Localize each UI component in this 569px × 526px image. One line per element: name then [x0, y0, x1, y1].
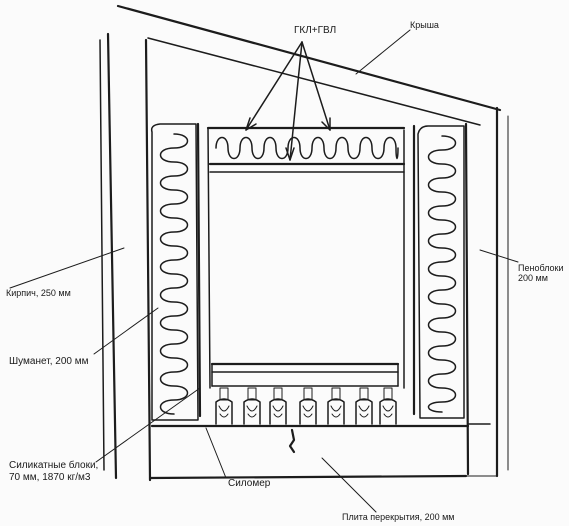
- brick-wall-outer-left-2: [99, 39, 105, 471]
- silomer-pad: [379, 398, 397, 425]
- label-gkl-gvl: ГКЛ+ГВЛ: [294, 25, 337, 36]
- leader-shumanet: [93, 307, 159, 355]
- silomer-pad: [243, 398, 261, 425]
- silomer-pad-scribble: [218, 405, 230, 418]
- floor-spacer: [331, 387, 341, 401]
- leader-roof: [355, 29, 411, 75]
- roof-line: [116, 4, 502, 112]
- leader-gkl-2: [289, 41, 303, 161]
- arrowhead-gkl-1: [245, 117, 257, 131]
- brick-wall-inner-left: [144, 38, 152, 482]
- label-shumanet: Шуманет, 200 мм: [9, 356, 89, 367]
- silomer-pad: [269, 398, 287, 425]
- silomer-pad-scribble: [246, 405, 258, 418]
- slab-crack-mark: [288, 428, 296, 454]
- silomer-pad-scribble: [330, 405, 342, 418]
- silomer-pad-scribble: [382, 405, 394, 418]
- leader-slab: [321, 457, 377, 513]
- label-brick: Кирпич, 250 мм: [6, 288, 71, 298]
- shumanet-coil-left: [159, 133, 189, 415]
- shumanet-panel-right: [417, 125, 465, 419]
- label-roof: Крыша: [410, 20, 439, 30]
- silomer-pad: [327, 398, 345, 425]
- leader-gkl-3: [301, 41, 331, 131]
- shumanet-panel-left: [150, 123, 199, 421]
- floor-spacer: [219, 387, 229, 401]
- floor-spacer: [273, 387, 283, 401]
- floor-spacer: [247, 387, 257, 401]
- floor-slab-bottom: [148, 474, 468, 480]
- silicate-wall-left-inner: [207, 127, 211, 389]
- shumanet-coil-right: [427, 135, 457, 413]
- label-floor-slab: Плита перекрытия, 200 мм: [342, 512, 455, 522]
- silomer-pad-scribble: [272, 405, 284, 418]
- leader-foam: [479, 249, 519, 263]
- leader-silicate: [95, 387, 201, 463]
- label-foam-blocks: Пеноблоки 200 мм: [518, 263, 564, 284]
- silomer-pad: [355, 398, 373, 425]
- silomer-pad-scribble: [358, 405, 370, 418]
- leader-gkl-1: [245, 41, 303, 131]
- leader-brick: [9, 247, 125, 289]
- label-silomer: Силомер: [228, 478, 271, 489]
- floor-spacer: [383, 387, 393, 401]
- arrowhead-gkl-2: [285, 147, 295, 161]
- silomer-pads: [215, 387, 397, 425]
- silomer-pad-scribble: [302, 405, 314, 418]
- arrowhead-gkl-3: [321, 117, 331, 131]
- floor-spacer: [303, 387, 313, 401]
- leader-silomer: [205, 427, 227, 479]
- brick-wall-outer-left: [106, 32, 118, 480]
- floor-spacer: [359, 387, 369, 401]
- label-silicate-blocks: Силикатные блоки, 70 мм, 1870 кг/м3: [9, 460, 99, 483]
- silomer-pad: [215, 398, 233, 425]
- ceiling-insulation-coil: [215, 136, 399, 160]
- silicate-wall-left-outer: [196, 122, 202, 418]
- foam-wall-inner-right: [464, 122, 470, 476]
- silomer-pad: [299, 398, 317, 425]
